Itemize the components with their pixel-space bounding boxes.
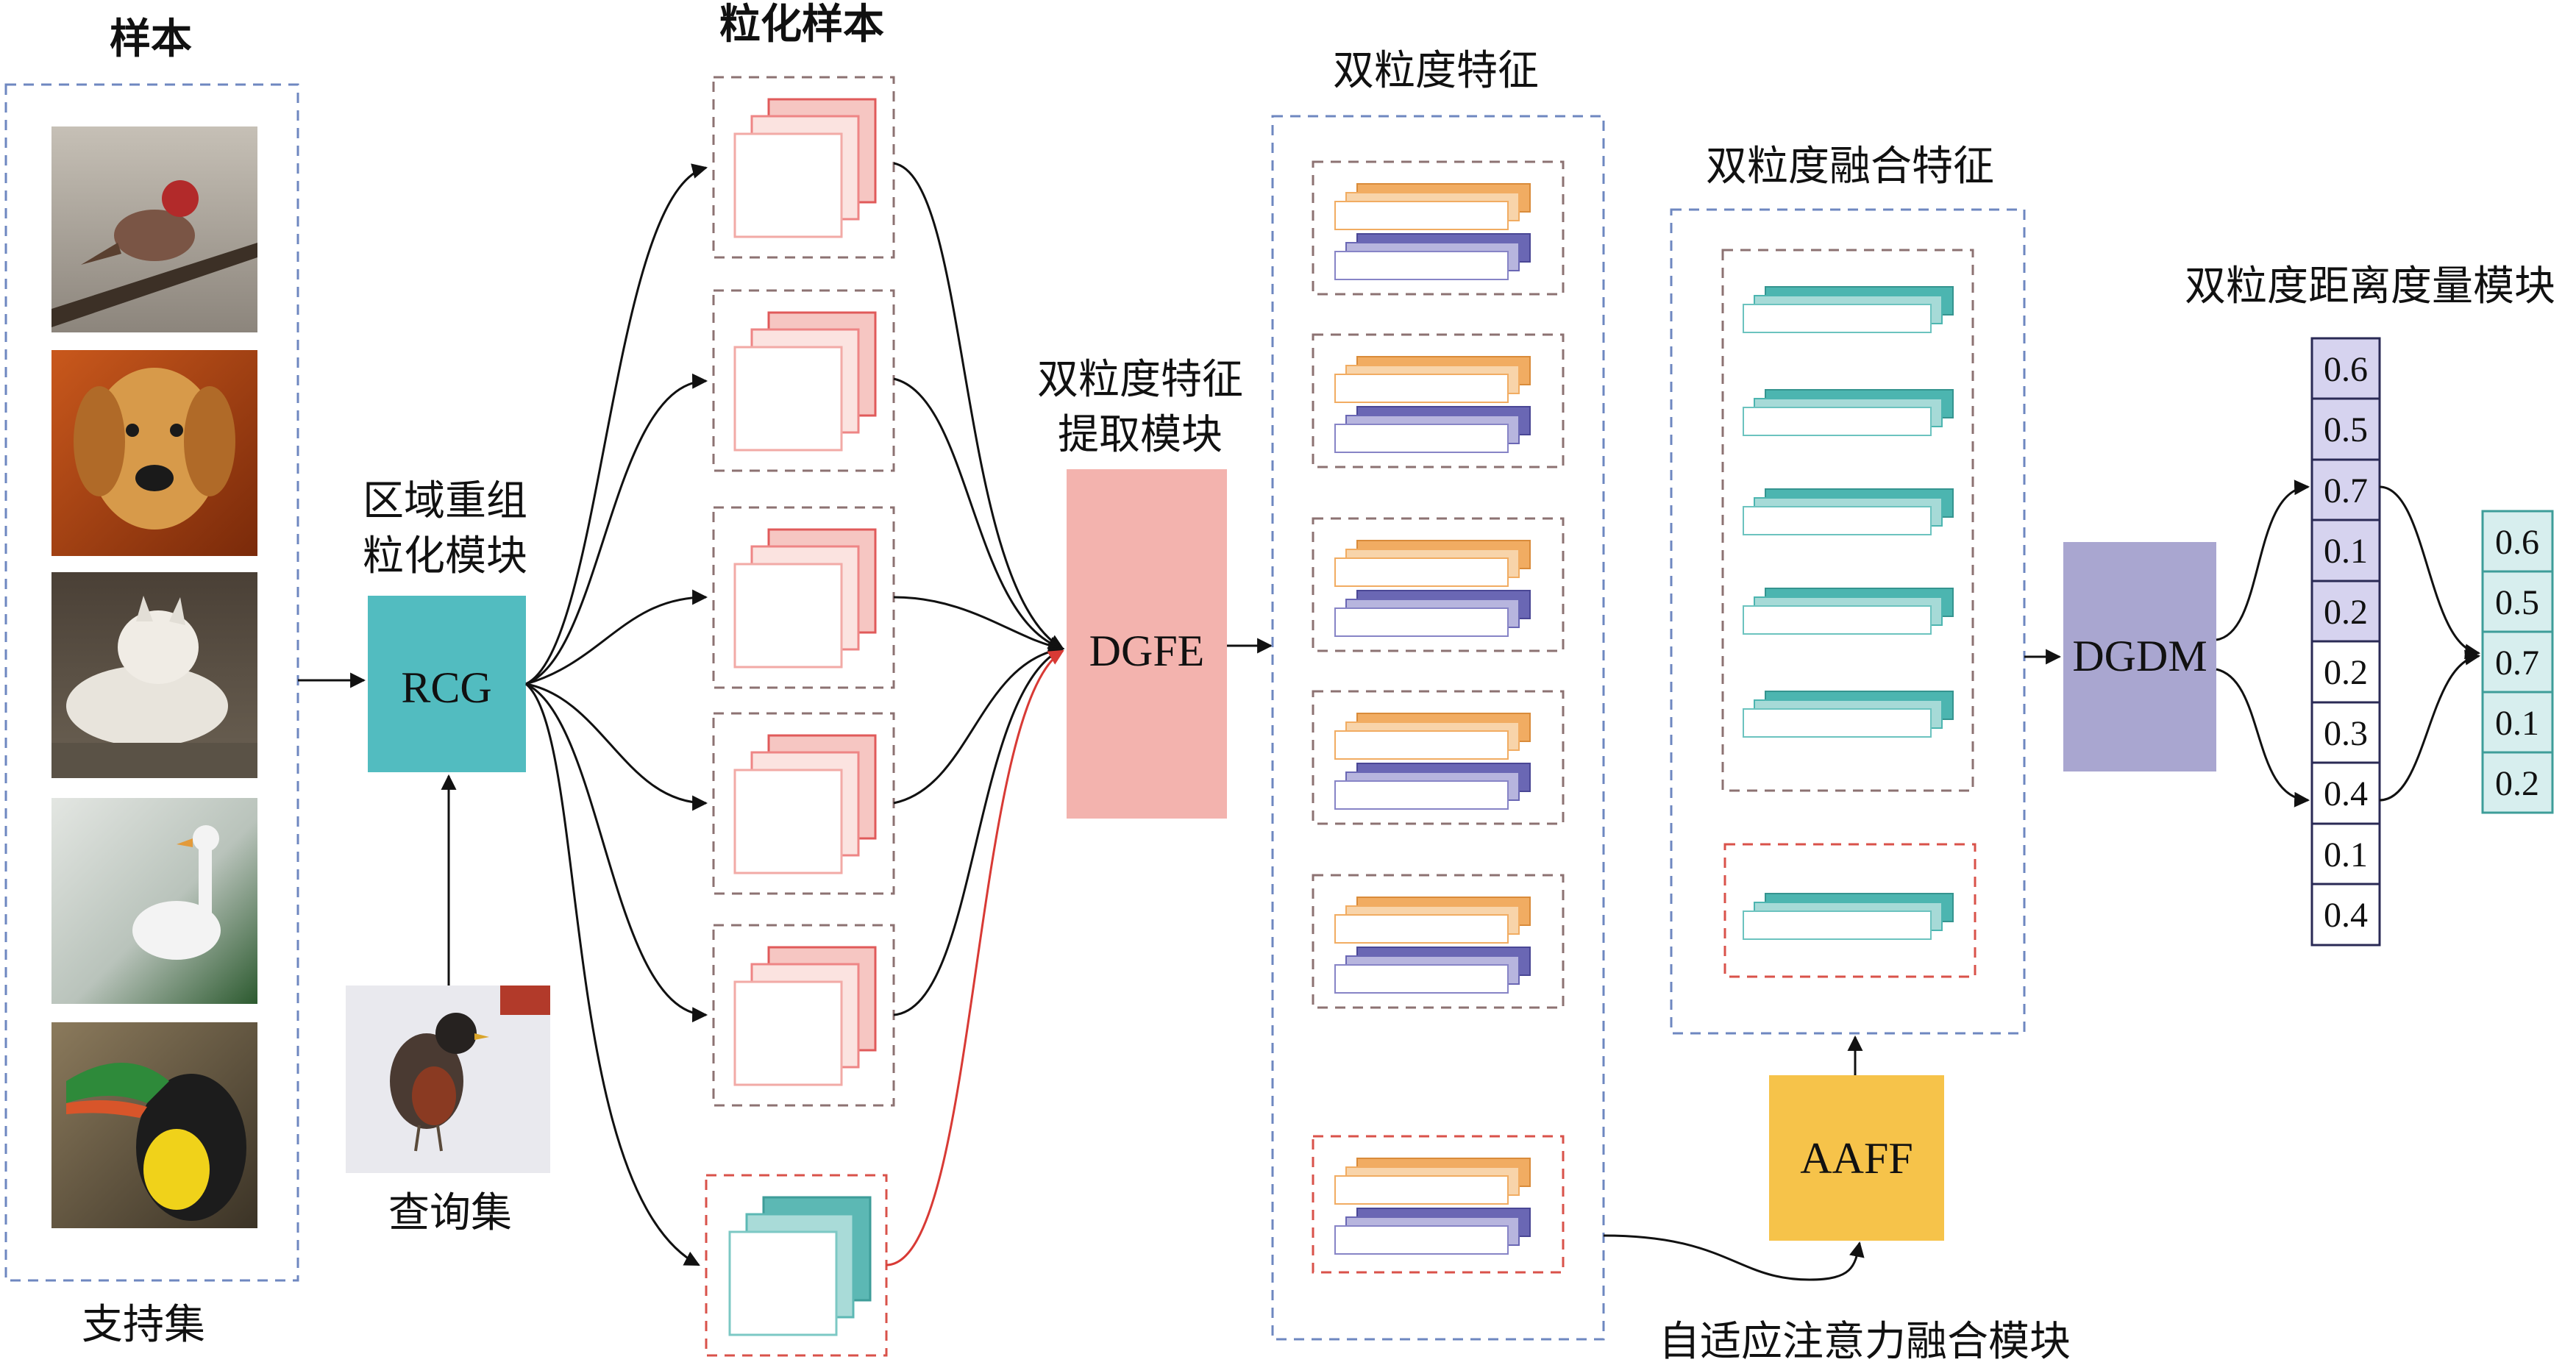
support-set-box xyxy=(4,83,299,1282)
score-left-3: 0.7 xyxy=(2324,471,2368,510)
score-left-6: 0.2 xyxy=(2324,653,2368,692)
distance-module-title: 双粒度距离度量模块 xyxy=(2185,263,2555,310)
fusion-feature-4 xyxy=(1743,588,1954,635)
rcg-caption-line1: 区域重组 xyxy=(363,477,527,525)
dual-feature-group-4 xyxy=(1312,690,1565,825)
score-left-1: 0.6 xyxy=(2324,350,2368,389)
fusion-feature-container xyxy=(1670,208,2026,1035)
fusion-feature-title: 双粒度融合特征 xyxy=(1706,143,1994,190)
score-left-10: 0.4 xyxy=(2324,896,2368,935)
score-left-5: 0.2 xyxy=(2324,593,2368,632)
dual-feature-title: 双粒度特征 xyxy=(1333,47,1539,95)
score-right-1: 0.6 xyxy=(2495,523,2539,562)
score-right-4: 0.1 xyxy=(2495,704,2539,743)
scores-merge-lower-arrow xyxy=(2379,649,2481,802)
dual-feature-group-3 xyxy=(1312,517,1565,652)
aaff-module xyxy=(1769,1075,1944,1241)
fusion-query-group xyxy=(1723,843,1977,978)
support-image-goose xyxy=(51,798,257,1004)
support-image-bird xyxy=(51,126,257,332)
support-set-label: 支持集 xyxy=(82,1301,205,1349)
dgfe-module-label: DGFE xyxy=(1089,627,1205,675)
granular-sample-3 xyxy=(712,506,895,689)
score-left-4: 0.1 xyxy=(2324,532,2368,571)
granular-sample-2 xyxy=(712,289,895,472)
fusion-feature-2 xyxy=(1743,389,1954,436)
granular-query-sample xyxy=(705,1174,888,1357)
score-left-7: 0.3 xyxy=(2324,714,2368,753)
dgdm-module-label: DGDM xyxy=(2072,632,2207,680)
dgdm-to-scores-lower-arrow xyxy=(2216,668,2310,808)
rcg-module xyxy=(368,596,526,772)
query-set-label: 查询集 xyxy=(388,1189,512,1237)
dual-feature-container xyxy=(1271,115,1605,1341)
dual-feature-group-2 xyxy=(1312,333,1565,468)
dual-feature-group-5 xyxy=(1312,874,1565,1009)
aaff-caption: 自适应注意力融合模块 xyxy=(1659,1318,2071,1365)
score-right-3: 0.7 xyxy=(2495,644,2539,682)
dgdm-module xyxy=(2063,542,2216,771)
rcg-module-label: RCG xyxy=(401,663,491,712)
score-left-8: 0.4 xyxy=(2324,774,2368,813)
rcg-to-granular-arrows xyxy=(525,163,708,1266)
score-column-left xyxy=(2310,337,2381,947)
fusion-feature-5 xyxy=(1743,691,1954,738)
fusion-feature-1 xyxy=(1743,286,1954,333)
granular-sample-1 xyxy=(712,76,895,259)
score-left-9: 0.1 xyxy=(2324,835,2368,874)
granular-samples-title: 粒化样本 xyxy=(719,1,884,49)
dgfe-caption-line1: 双粒度特征 xyxy=(1037,356,1243,404)
granular-to-dgfe-arrows xyxy=(893,162,1065,1016)
query-image-robin xyxy=(346,986,550,1173)
score-right-2: 0.5 xyxy=(2495,583,2539,622)
aaff-module-label: AAFF xyxy=(1800,1134,1913,1183)
features-to-aaff-arrow xyxy=(1603,1234,1865,1281)
fusion-feature-3 xyxy=(1743,488,1954,535)
scores-merge-upper-arrow xyxy=(2379,485,2481,660)
score-column-right xyxy=(2481,510,2554,814)
dgfe-caption-line2: 提取模块 xyxy=(1058,411,1223,459)
support-image-wolf xyxy=(51,572,257,778)
fusion-support-group xyxy=(1721,249,1974,792)
granular-sample-4 xyxy=(712,712,895,895)
support-image-dog xyxy=(51,350,257,556)
dual-feature-group-1 xyxy=(1312,160,1565,296)
rcg-caption-line2: 粒化模块 xyxy=(363,532,527,580)
samples-title: 样本 xyxy=(110,15,192,63)
dgdm-to-scores-upper-arrow xyxy=(2216,480,2310,641)
granular-sample-5 xyxy=(712,924,895,1107)
support-image-toucan xyxy=(51,1022,257,1228)
dual-feature-query-group xyxy=(1312,1135,1565,1274)
score-right-5: 0.2 xyxy=(2495,764,2539,803)
query-granular-to-dgfe-arrow xyxy=(886,649,1064,1266)
score-left-2: 0.5 xyxy=(2324,410,2368,449)
dgfe-module xyxy=(1067,469,1227,819)
